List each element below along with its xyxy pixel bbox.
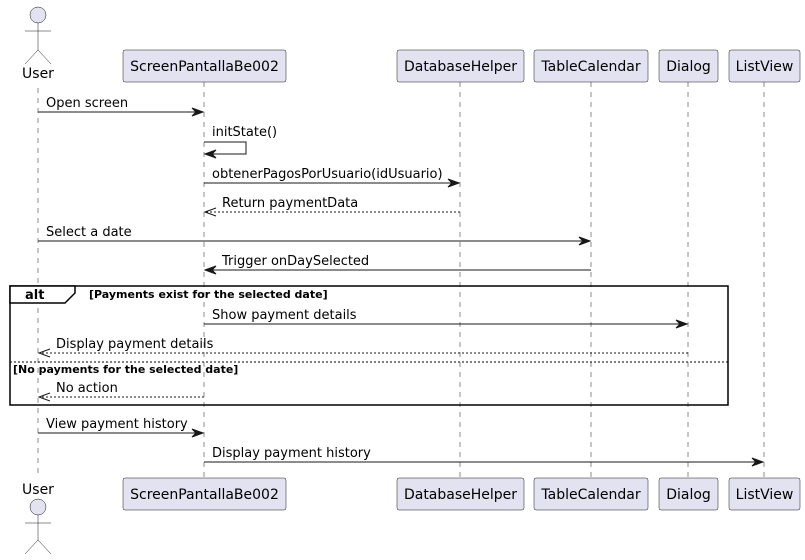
participant-label-dialog-bottom: Dialog xyxy=(666,487,711,503)
message-select-date: Select a date xyxy=(38,225,592,246)
message-trigger-on-day-selected: Trigger onDaySelected xyxy=(203,254,591,275)
participant-label-screen-top: ScreenPantallaBe002 xyxy=(130,59,279,75)
message-init-state: initState() xyxy=(203,125,277,159)
participant-label-dialog-top: Dialog xyxy=(666,59,711,75)
message-label: obtenerPagosPorUsuario(idUsuario) xyxy=(212,167,443,182)
message-display-payment-history: Display payment history xyxy=(204,446,765,467)
actor-head-icon xyxy=(29,6,47,24)
participant-label-user-bottom: User xyxy=(22,482,54,498)
participant-db-bottom: DatabaseHelper xyxy=(396,477,525,511)
participant-calendar-bottom: TableCalendar xyxy=(533,477,649,511)
participant-dialog-top: Dialog xyxy=(658,49,719,83)
participant-calendar-top: TableCalendar xyxy=(533,49,649,83)
messages: Open screen initState() obtenerPagosPorU… xyxy=(37,96,765,467)
participant-label-db-top: DatabaseHelper xyxy=(404,59,517,75)
message-open-screen: Open screen xyxy=(38,96,205,117)
participant-screen-top: ScreenPantallaBe002 xyxy=(122,49,287,83)
message-label: Trigger onDaySelected xyxy=(221,254,369,269)
message-no-action: No action xyxy=(37,381,204,402)
participants-bottom: User ScreenPantallaBe002 DatabaseHelper … xyxy=(22,477,801,555)
message-label: Return paymentData xyxy=(222,196,358,211)
alt-guard-1: [Payments exist for the selected date] xyxy=(89,288,328,301)
message-label: Display payment history xyxy=(212,446,371,461)
alt-frame-tab xyxy=(9,285,76,304)
alt-keyword: alt xyxy=(25,288,44,303)
message-show-payment-details: Show payment details xyxy=(204,308,689,329)
participant-listview-top: ListView xyxy=(728,49,801,83)
participant-screen-bottom: ScreenPantallaBe002 xyxy=(122,477,287,511)
message-label: Show payment details xyxy=(212,308,357,323)
alt-frame: alt [Payments exist for the selected dat… xyxy=(9,285,729,406)
participant-db-top: DatabaseHelper xyxy=(396,49,525,83)
message-label: No action xyxy=(56,381,118,396)
message-view-payment-history: View payment history xyxy=(38,417,205,438)
alt-frame-border xyxy=(9,285,729,406)
participant-label-screen-bottom: ScreenPantallaBe002 xyxy=(130,487,279,503)
actor-user-top: User xyxy=(22,6,54,82)
message-return-payment-data: Return paymentData xyxy=(203,196,460,217)
participant-label-listview-bottom: ListView xyxy=(736,487,794,503)
message-label: Select a date xyxy=(46,225,132,240)
message-obtener-pagos: obtenerPagosPorUsuario(idUsuario) xyxy=(204,167,461,188)
actor-user-bottom: User xyxy=(22,482,54,555)
participants-top: User ScreenPantallaBe002 DatabaseHelper … xyxy=(22,6,801,83)
message-label: initState() xyxy=(212,125,277,140)
message-label: Display payment details xyxy=(56,337,214,352)
participant-listview-bottom: ListView xyxy=(728,477,801,511)
alt-guard-2: [No payments for the selected date] xyxy=(13,363,238,376)
message-label: View payment history xyxy=(46,417,188,432)
actor-head-icon xyxy=(29,498,47,516)
message-label: Open screen xyxy=(46,96,128,111)
participant-label-user-top: User xyxy=(22,66,54,82)
message-display-payment-details: Display payment details xyxy=(37,337,688,358)
participant-label-db-bottom: DatabaseHelper xyxy=(404,487,517,503)
participant-label-listview-top: ListView xyxy=(736,59,794,75)
participant-dialog-bottom: Dialog xyxy=(658,477,719,511)
participant-label-calendar-bottom: TableCalendar xyxy=(540,487,640,503)
lifelines xyxy=(37,82,765,478)
participant-label-calendar-top: TableCalendar xyxy=(540,59,640,75)
